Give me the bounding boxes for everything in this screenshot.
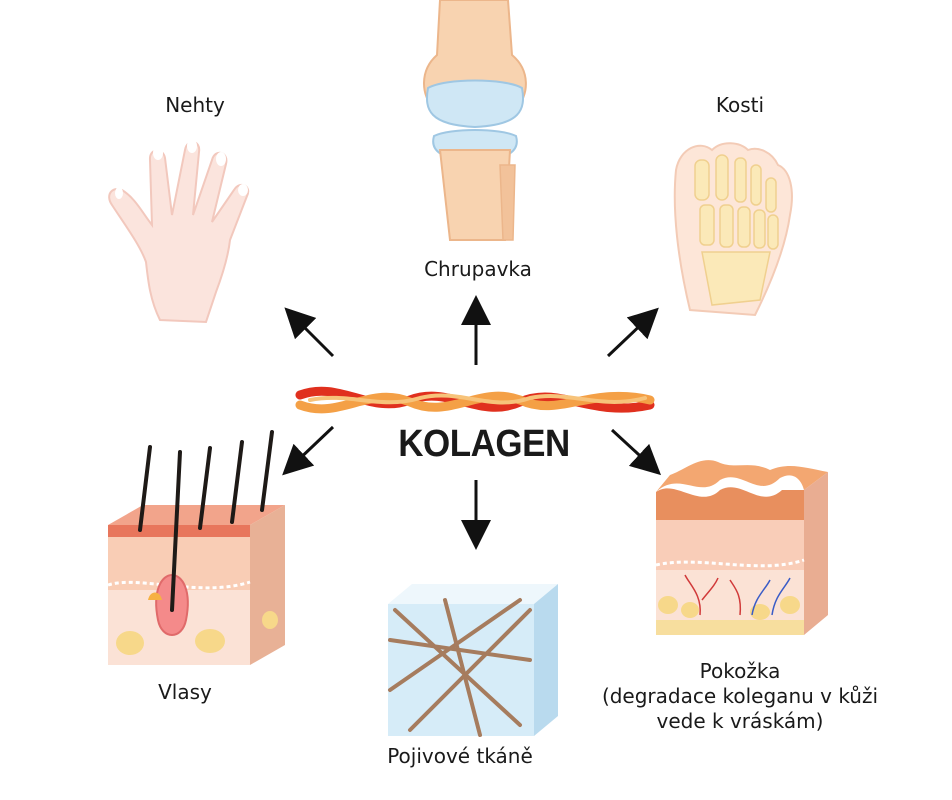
label-cartilage: Chrupavka: [424, 257, 532, 281]
arrow-to-bones: [606, 307, 659, 358]
label-skin-line3: vede k vráskám): [656, 709, 824, 733]
arrow-to-hair: [282, 425, 335, 476]
label-skin-line1: Pokožka: [699, 659, 781, 683]
label-bones: Kosti: [715, 93, 765, 117]
label-hair: Vlasy: [158, 680, 212, 704]
label-skin-line2: (degradace koleganu v kůži: [601, 684, 879, 708]
arrow-to-skin: [610, 428, 662, 476]
arrow-to-nails: [284, 307, 335, 358]
label-connective: Pojivové tkáně: [387, 744, 533, 768]
label-nails: Nehty: [165, 93, 225, 117]
center-title: KOLAGEN: [398, 423, 570, 465]
